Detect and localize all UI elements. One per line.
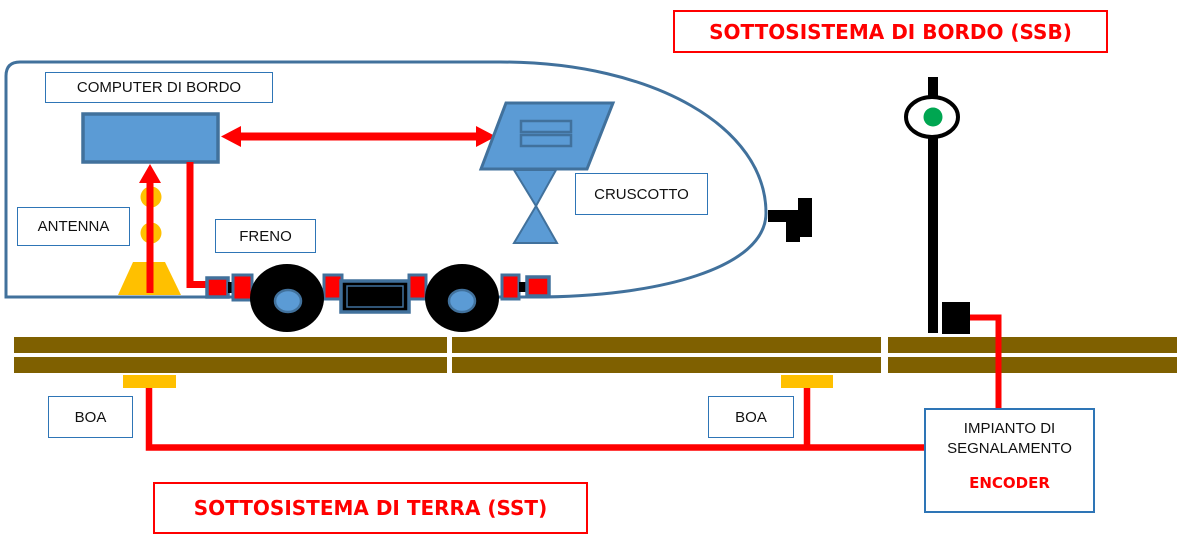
antenna-label: ANTENNA [17, 207, 130, 246]
wheel-left [250, 264, 324, 332]
encoder-label: ENCODER [969, 474, 1050, 492]
boa-beacon-right [781, 375, 833, 388]
brake-pad [407, 273, 428, 301]
impianto-line2: SEGNALAMENTO [947, 440, 1072, 457]
signal-to-encoder-wire [970, 314, 1002, 408]
cruscotto-label: CRUSCOTTO [575, 173, 708, 215]
impianto-line1: IMPIANTO DI [963, 420, 1056, 437]
signal-post [904, 77, 970, 334]
brake-assembly [205, 273, 551, 314]
boa-left-label: BOA [48, 396, 133, 438]
ground-wire [145, 388, 924, 451]
ssb-header: SOTTOSISTEMA DI BORDO (SSB) [673, 10, 1108, 53]
computer-to-brake-wire [186, 162, 209, 288]
impianto-segnalamento-box: IMPIANTO DI SEGNALAMENTO ENCODER [924, 408, 1095, 513]
brake-cylinder-left [205, 276, 230, 299]
brake-cylinder-right [525, 275, 551, 298]
computer-di-bordo-label: COMPUTER DI BORDO [45, 72, 273, 103]
freno-label: FRENO [215, 219, 316, 253]
brake-pad [500, 273, 521, 301]
wheel-right [425, 264, 499, 332]
coupler-icon [768, 198, 812, 242]
boa-right-label: BOA [708, 396, 794, 438]
onboard-computer-unit [81, 112, 220, 164]
sst-header: SOTTOSISTEMA DI TERRA (SST) [153, 482, 588, 534]
dashboard-icon [478, 101, 616, 244]
sst-header-text: SOTTOSISTEMA DI TERRA (SST) [193, 496, 548, 520]
boa-beacon-left [123, 375, 176, 388]
signal-base-box [942, 302, 970, 334]
antenna-to-computer-arrow [139, 164, 161, 293]
brake-pad [231, 273, 254, 302]
ssb-header-text: SOTTOSISTEMA DI BORDO (SSB) [709, 19, 1072, 44]
track-rails [14, 337, 1177, 373]
signal-green-light [923, 107, 943, 127]
computer-dashboard-arrow [221, 126, 496, 147]
